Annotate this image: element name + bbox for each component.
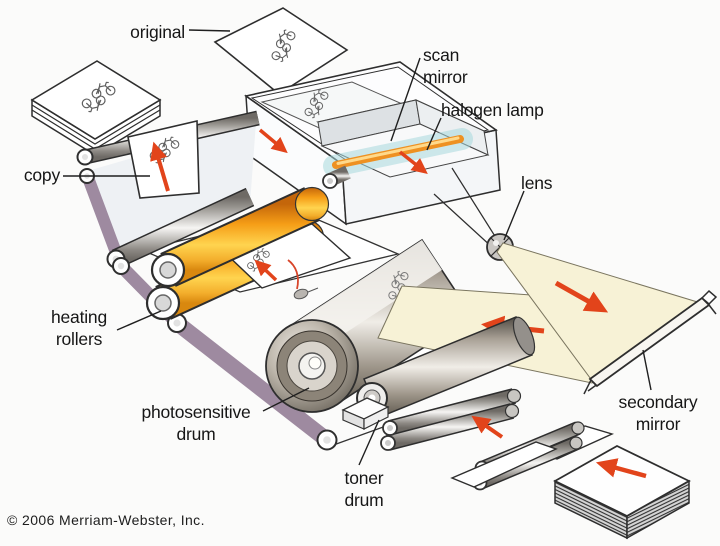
copyright-notice: © 2006 Merriam-Webster, Inc. <box>7 512 205 528</box>
original-sheet <box>213 7 349 95</box>
scan-direction-arrow <box>258 128 288 154</box>
corona-wire <box>287 259 319 300</box>
toner-drum <box>341 316 536 430</box>
halogen-lamp <box>332 135 464 169</box>
copy-sheet <box>127 119 200 199</box>
label-scan-mirror: scan mirror <box>423 45 468 87</box>
copy-output-assembly <box>76 110 338 451</box>
carriage-arrow <box>398 150 428 175</box>
label-secondary-mirror: secondary mirror <box>618 392 698 434</box>
leader-lines <box>63 29 652 466</box>
toner-hopper <box>341 397 390 430</box>
blank-paper-stack <box>553 444 691 540</box>
secondary-mirror <box>583 289 718 395</box>
label-original: original <box>130 22 185 42</box>
paper-feed-rollers <box>380 388 614 491</box>
stack-feed-arrow <box>595 458 647 479</box>
label-heating-rollers: heating rollers <box>50 307 107 349</box>
copy-output-stack <box>30 60 162 156</box>
feed-direction-arrow <box>471 415 504 439</box>
label-toner-drum: toner drum <box>344 468 384 510</box>
label-lens: lens <box>521 173 553 193</box>
label-halogen-lamp: halogen lamp <box>441 100 544 120</box>
label-copy: copy <box>23 165 60 185</box>
heating-rollers <box>145 186 352 321</box>
photosensitive-drum <box>265 238 474 413</box>
beam-arrow-to-mirror <box>554 280 609 313</box>
label-photosensitive-drum: photosensitive drum <box>141 402 251 444</box>
scanner-unit <box>244 61 501 226</box>
